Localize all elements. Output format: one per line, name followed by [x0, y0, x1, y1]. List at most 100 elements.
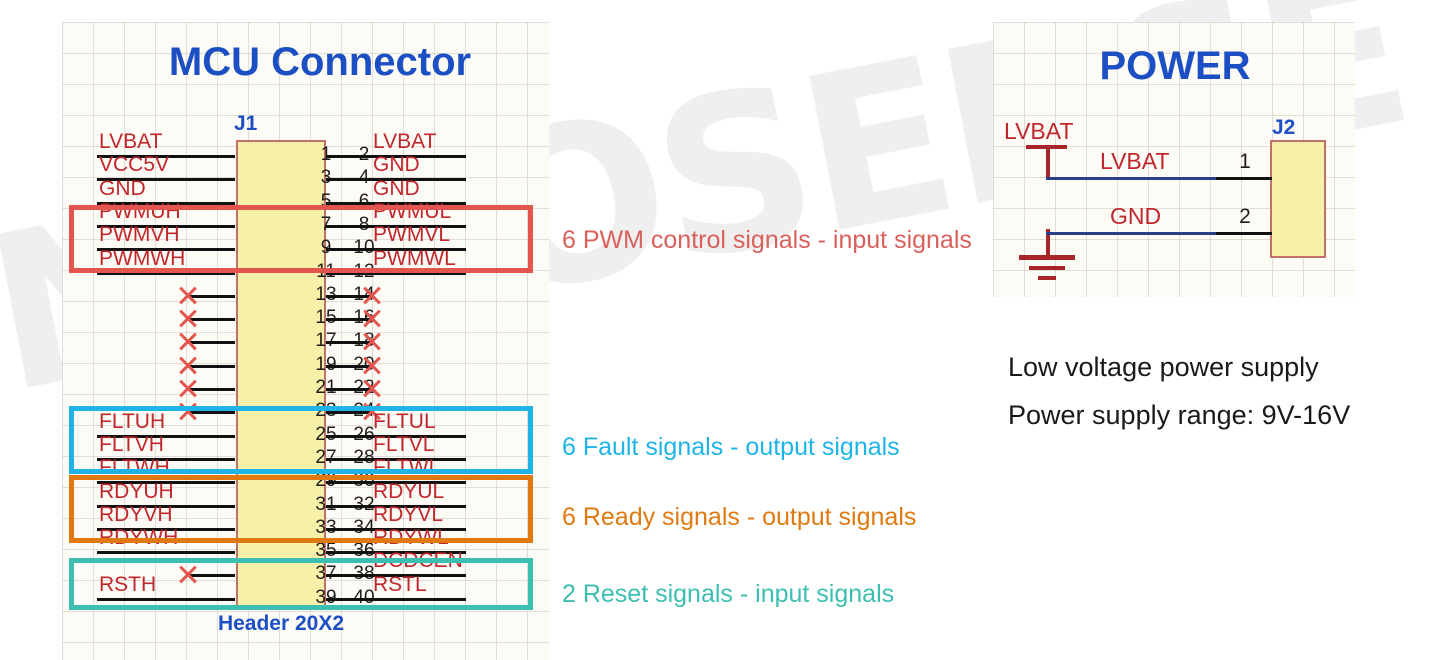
pin-wire-left: [97, 178, 235, 182]
net-label-right: RDYVL: [373, 502, 444, 526]
no-connect-cross-icon: [177, 307, 199, 329]
no-connect-cross-icon: [361, 377, 383, 399]
ground-symbol-icon: [1019, 255, 1075, 260]
j2-pin-number-1: 1: [1239, 150, 1251, 173]
pin-number-odd: 7: [320, 213, 332, 235]
pin-number-even: 26: [353, 423, 375, 445]
pin-wire-right: [326, 201, 466, 205]
ground-symbol-bar3-icon: [1038, 276, 1056, 280]
ground-symbol-bar2-icon: [1029, 266, 1065, 270]
no-connect-cross-icon: [177, 330, 199, 352]
power-net-label-lvbat: LVBAT: [1100, 148, 1170, 174]
power-section-title: POWER: [1099, 44, 1251, 88]
pin-wire-left: [97, 457, 235, 461]
pin-wire-left: [97, 155, 235, 158]
pin-number-odd: 13: [315, 283, 337, 305]
power-port-stem-icon: [1046, 147, 1050, 179]
pin-number-odd: 3: [320, 167, 332, 189]
pin-wire-left: [188, 411, 235, 415]
pin-wire-right: [326, 155, 466, 158]
pin-number-odd: 25: [315, 423, 337, 445]
pin-wire-right: [326, 457, 466, 461]
pin-wire-left: [97, 527, 235, 531]
group-box-fault: [69, 406, 533, 474]
pin-wire-right: [326, 527, 466, 531]
pin-wire-left: [97, 597, 235, 601]
pin-number-odd: 17: [315, 330, 337, 352]
net-label-right: LVBAT: [373, 130, 437, 153]
j2-connector-body: [1270, 140, 1326, 258]
no-connect-cross-icon: [361, 330, 383, 352]
pin-number-even: 34: [353, 516, 375, 538]
pin-wire-left: [188, 318, 235, 322]
pin-wire-left: [188, 294, 235, 298]
group-box-pwm: [69, 205, 533, 273]
pin-wire-left: [97, 224, 235, 228]
power-description-line-2: Power supply range: 9V-16V: [1008, 400, 1351, 430]
group-caption-ready: 6 Ready signals - output signals: [562, 503, 917, 531]
mcu-section-title: MCU Connector: [168, 40, 472, 84]
net-label-right: FLTUL: [373, 409, 436, 433]
net-label-right: GND: [373, 176, 420, 200]
pin-number-odd: 9: [320, 237, 332, 259]
j2-reference-designator: J2: [1272, 116, 1296, 139]
pin-wire-left: [97, 248, 235, 252]
pin-wire-left: [97, 434, 235, 438]
lvbat-port-label: LVBAT: [1004, 118, 1074, 144]
net-label-left: PWMWH: [99, 246, 186, 270]
pin-wire-right: [326, 411, 373, 415]
group-caption-fault: 6 Fault signals - output signals: [562, 433, 900, 461]
pin-number-odd: 5: [320, 190, 332, 212]
net-label-right: PWMVL: [373, 223, 451, 247]
pin-wire-right: [326, 504, 466, 508]
net-label-left: VCC5V: [99, 153, 170, 177]
net-label-right: FLTVL: [373, 432, 435, 456]
pin-wire-right: [326, 574, 466, 578]
net-label-left: RDYWH: [99, 526, 179, 550]
net-label-right: RDYWL: [373, 526, 449, 550]
pin-wire-right: [326, 294, 373, 298]
pin-wire-right: [326, 224, 466, 228]
pin-number-even: 4: [358, 167, 370, 189]
power-net-label-gnd: GND: [1110, 203, 1162, 229]
no-connect-cross-icon: [177, 284, 199, 306]
pin-number-odd: 15: [315, 307, 337, 329]
pin-wire-left: [188, 574, 235, 578]
pin-number-even: 38: [353, 563, 375, 585]
net-label-right: GND: [373, 153, 420, 177]
pin-number-even: 32: [353, 493, 375, 515]
net-label-left: LVBAT: [99, 130, 163, 153]
pin-wire-left: [97, 271, 235, 275]
net-label-right: PWMWL: [373, 246, 456, 270]
pin-wire-right: [326, 271, 466, 275]
pin-wire-left: [97, 481, 235, 485]
pin-number-odd: 37: [315, 563, 337, 585]
net-label-left: GND: [99, 176, 146, 200]
pin-wire-left: [97, 201, 235, 205]
net-label-left: FLTUH: [99, 409, 166, 433]
power-net-wire-lvbat: [1046, 177, 1218, 180]
net-label-left: RDYVH: [99, 502, 173, 526]
pin-wire-left: [97, 551, 235, 555]
j1-connector-body: [236, 140, 326, 608]
pin-number-odd: 21: [315, 377, 337, 398]
power-net-wire-gnd: [1046, 232, 1218, 235]
no-connect-cross-icon: [361, 284, 383, 306]
net-label-right: RSTL: [373, 572, 427, 596]
pin-row: 25 26 FLTUH FLTUL: [62, 410, 549, 447]
power-description-line-1: Low voltage power supply: [1008, 352, 1319, 382]
pin-number-even: 10: [353, 237, 375, 259]
pin-wire-right: [326, 248, 466, 252]
pin-wire-left: [188, 388, 235, 391]
pin-wire-right: [326, 481, 466, 485]
